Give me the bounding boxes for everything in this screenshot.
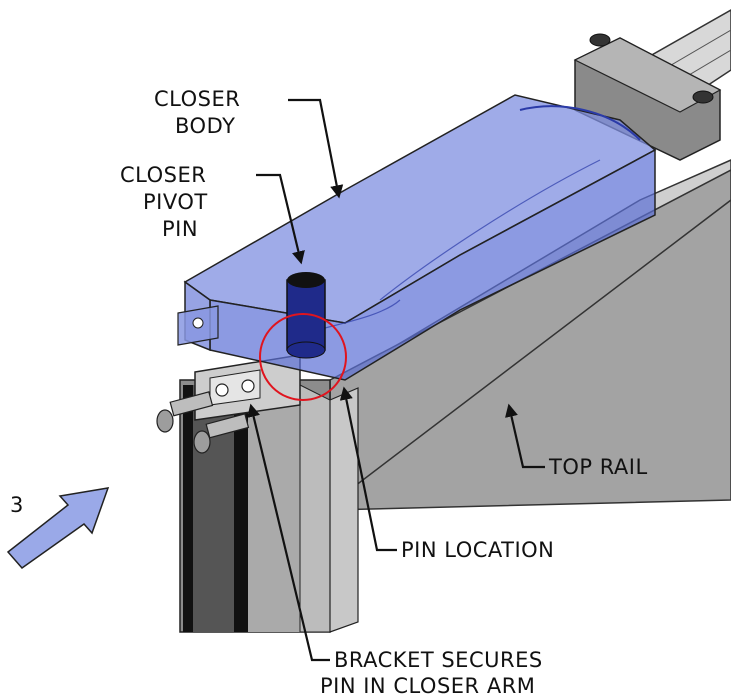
label-pivot-pin-line3: PIN [162,217,198,241]
label-pin-location: PIN LOCATION [401,538,554,562]
label-closer-body-line1: CLOSER [154,87,240,111]
label-pivot-pin-line1: CLOSER [120,163,206,187]
label-bracket-line2: PIN IN CLOSER ARM [320,674,535,697]
label-pivot-pin-line2: PIVOT [143,190,208,214]
direction-arrow-icon [6,487,110,570]
bracket [194,354,301,421]
step-number: 3 [10,493,23,517]
closer-mount-block [573,33,722,161]
leader-lines [247,98,545,662]
label-closer-body-line2: BODY [175,114,235,138]
label-bracket-line1: BRACKET SECURES [334,648,543,672]
bracket-screws [156,391,250,454]
label-top-rail: TOP RAIL [548,455,648,479]
pin-location-highlight [259,313,347,401]
